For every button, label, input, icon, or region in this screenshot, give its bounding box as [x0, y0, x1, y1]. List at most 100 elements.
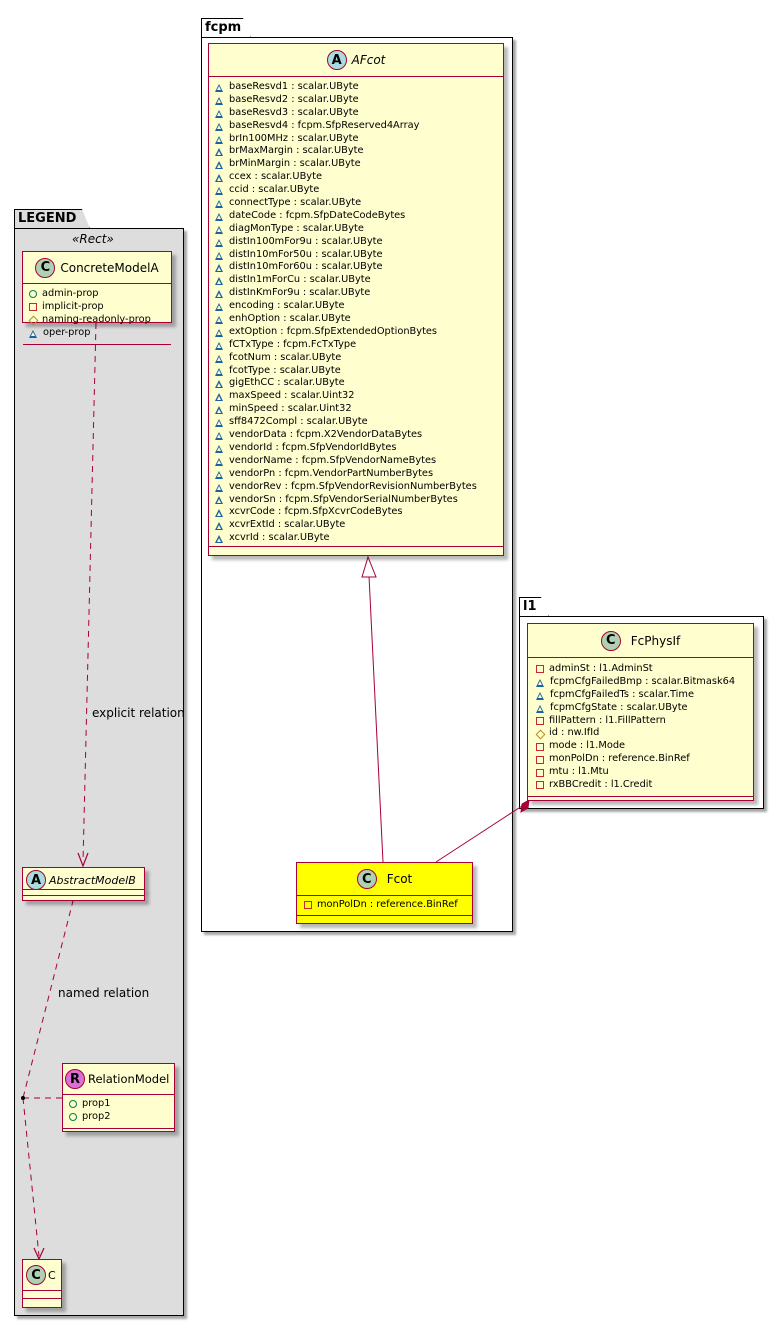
attr-row: fcotNum : scalar.UByte	[215, 352, 503, 365]
attr-text: fcpmCfgState : scalar.UByte	[550, 701, 688, 713]
attr-row: extOption : fcpm.SfpExtendedOptionBytes	[215, 326, 503, 339]
class-fcot[interactable]: C Fcot monPolDn : reference.BinRef	[296, 862, 473, 924]
attr-text: xcvrExtId : scalar.UByte	[229, 519, 346, 531]
attr-row: fcpmCfgFailedTs : scalar.Time	[536, 689, 753, 702]
package-visibility-icon	[215, 379, 224, 389]
attr-text: brIn100MHz : scalar.UByte	[229, 132, 359, 144]
attr-row: baseResvd3 : scalar.UByte	[215, 107, 503, 120]
attr-text: diagMonType : scalar.UByte	[229, 222, 364, 234]
package-visibility-icon	[215, 483, 224, 492]
attr-row: prop1	[69, 1098, 174, 1111]
attr-text: minSpeed : scalar.Uint32	[229, 403, 352, 415]
package-visibility-icon	[215, 457, 224, 466]
attr-row: xcvrExtId : scalar.UByte	[215, 519, 503, 532]
attr-text: fcpmCfgFailedTs : scalar.Time	[550, 688, 694, 700]
attr-text: vendorRev : fcpm.SfpVendorRevisionNumber…	[229, 480, 477, 492]
attr-row: maxSpeed : scalar.Uint32	[215, 390, 503, 403]
association-dot	[21, 1096, 25, 1100]
package-visibility-icon	[215, 276, 224, 286]
private-visibility-icon	[536, 768, 544, 777]
attr-text: vendorData : fcpm.X2VendorDataBytes	[229, 429, 423, 441]
attr-row: dateCode : fcpm.SfpDateCodeBytes	[215, 210, 503, 223]
class-relation-model[interactable]: R RelationModel prop1 prop2	[62, 1063, 175, 1132]
attr-text: extOption : fcpm.SfpExtendedOptionBytes	[229, 325, 438, 337]
composition-line	[435, 805, 523, 863]
protected-visibility-icon	[29, 316, 37, 324]
class-name: Fcot	[386, 872, 413, 886]
attr-text: brMinMargin : scalar.UByte	[229, 158, 361, 170]
attr-row: vendorRev : fcpm.SfpVendorRevisionNumber…	[215, 481, 503, 494]
package-visibility-icon	[215, 135, 224, 144]
attr-text: sff8472Compl : scalar.UByte	[229, 416, 368, 428]
package-visibility-icon	[215, 470, 224, 479]
package-visibility-icon	[215, 302, 224, 312]
attr-row: prop2	[69, 1111, 174, 1124]
attr-row: vendorSn : fcpm.SfpVendorSerialNumberByt…	[215, 494, 503, 507]
attr-text: enhOption : scalar.UByte	[229, 313, 351, 325]
attr-text: maxSpeed : scalar.Uint32	[229, 390, 355, 402]
attr-row: encoding : scalar.UByte	[215, 300, 503, 313]
attr-row: baseResvd4 : fcpm.SfpReserved4Array	[215, 120, 503, 133]
attr-text: vendorId : fcpm.SfpVendorIdBytes	[229, 441, 397, 453]
attr-text: baseResvd3 : scalar.UByte	[229, 106, 359, 118]
attr-row: ccid : scalar.UByte	[215, 184, 503, 197]
attr-row: mtu : l1.Mtu	[536, 766, 753, 779]
attr-row: vendorData : fcpm.X2VendorDataBytes	[215, 429, 503, 442]
class-name: ConcreteModelA	[60, 260, 159, 275]
attr-text: adminSt : l1.AdminSt	[549, 663, 653, 674]
abstract-badge-icon: A	[326, 50, 347, 70]
attr-text: vendorSn : fcpm.SfpVendorSerialNumberByt…	[229, 493, 458, 505]
attr-row: distIn10mFor60u : scalar.UByte	[215, 261, 503, 274]
attr-text: ccid : scalar.UByte	[229, 184, 320, 196]
named-relation-label: named relation	[58, 986, 150, 1000]
class-badge-icon: C	[35, 257, 56, 278]
attr-row: distInKmFor9u : scalar.UByte	[215, 287, 503, 300]
class-name: AFcot	[351, 53, 386, 67]
package-visibility-icon	[215, 160, 224, 170]
package-visibility-icon	[215, 495, 224, 505]
attr-row: xcvrCode : fcpm.SfpXcvrCodeBytes	[215, 506, 503, 519]
package-visibility-icon	[536, 678, 545, 687]
package-visibility-icon	[215, 508, 224, 518]
attr-text: ccex : scalar.UByte	[229, 171, 322, 183]
private-visibility-icon	[536, 665, 544, 674]
class-c[interactable]: C C	[22, 1259, 62, 1308]
attr-row: fillPattern : l1.FillPattern	[536, 715, 753, 728]
class-concrete-model-a[interactable]: C ConcreteModelA admin-prop implicit-pro…	[22, 251, 172, 345]
attr-row: distIn100mFor9u : scalar.UByte	[215, 236, 503, 249]
attr-row: rxBBCredit : l1.Credit	[536, 779, 753, 792]
class-name: RelationModel	[88, 1072, 170, 1086]
package-visibility-icon	[215, 109, 224, 118]
relation-badge-icon: R	[65, 1069, 85, 1089]
package-visibility-icon	[215, 315, 224, 324]
private-visibility-icon	[536, 781, 544, 790]
attr-row: monPolDn : reference.BinRef	[304, 899, 472, 912]
class-name: AbstractModelB	[49, 873, 136, 887]
attr-text: mode : l1.Mode	[549, 740, 626, 752]
attr-row: connectType : scalar.UByte	[215, 197, 503, 210]
attr-row: monPolDn : reference.BinRef	[536, 753, 753, 766]
attr-text: encoding : scalar.UByte	[229, 300, 345, 312]
attr-text: brMaxMargin : scalar.UByte	[229, 145, 364, 157]
class-badge-icon: C	[600, 630, 621, 651]
attr-row: vendorPn : fcpm.VendorPartNumberBytes	[215, 468, 503, 481]
package-visibility-icon	[215, 392, 224, 402]
class-badge-icon: C	[26, 1265, 46, 1285]
package-visibility-icon	[215, 83, 224, 92]
attr-row: gigEthCC : scalar.UByte	[215, 377, 503, 390]
private-visibility-icon	[304, 901, 312, 910]
abstract-model-b-sections	[22, 889, 145, 901]
attr-row: baseResvd1 : scalar.UByte	[215, 81, 503, 94]
class-abstract-model-b[interactable]: A AbstractModelB	[22, 867, 145, 890]
legend-package-tab: LEGEND	[14, 209, 90, 229]
package-visibility-icon	[215, 521, 224, 531]
private-visibility-icon	[536, 742, 544, 751]
attr-text: dateCode : fcpm.SfpDateCodeBytes	[229, 209, 406, 221]
attr-row: baseResvd2 : scalar.UByte	[215, 94, 503, 107]
attr-text: monPolDn : reference.BinRef	[549, 753, 690, 765]
package-visibility-icon	[29, 329, 38, 338]
package-visibility-icon	[215, 212, 224, 221]
explicit-relation-label: explicit relation	[92, 706, 185, 720]
